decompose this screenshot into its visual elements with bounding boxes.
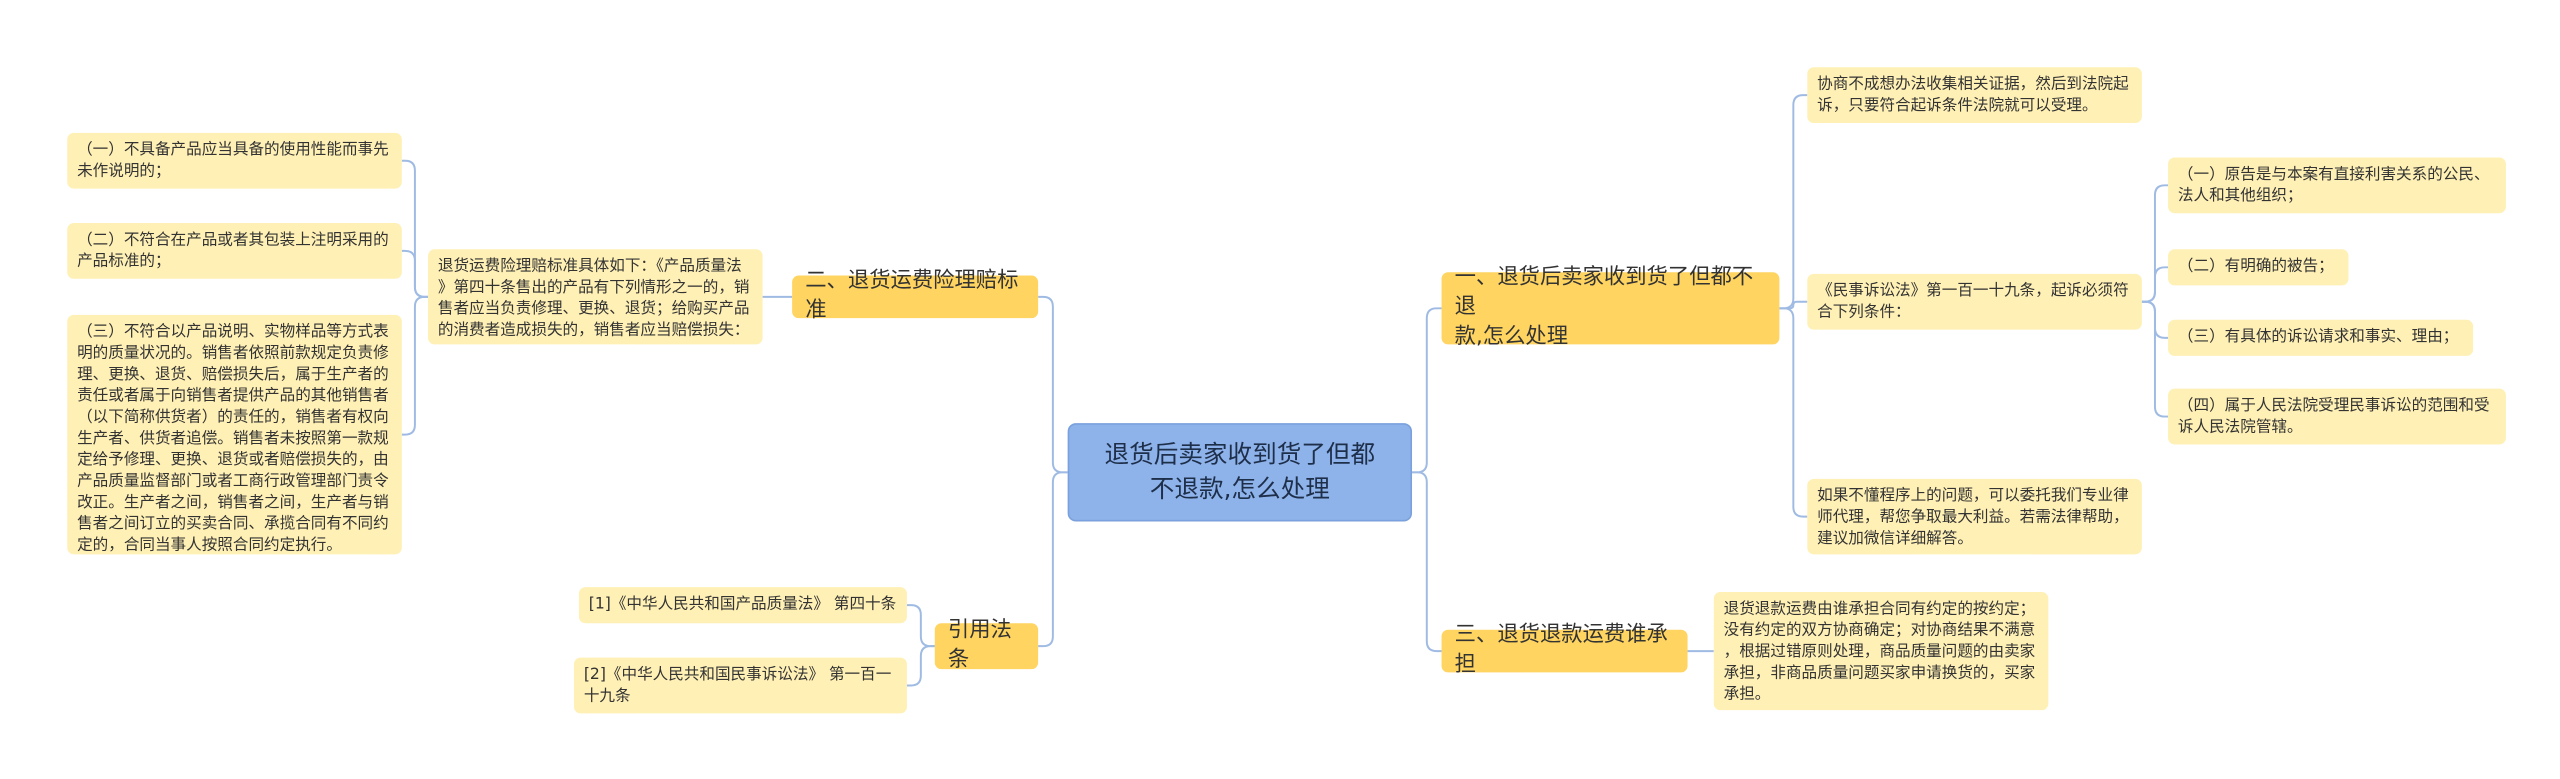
topic-shipping-insurance-standard[interactable]: 二、退货运费险理赔标准 (792, 269, 1039, 323)
connector-root-to-b3 (1412, 471, 1442, 653)
connector-b1-to-b1-civ (1779, 300, 1808, 310)
citation-product-quality-law[interactable]: [1]《中华人民共和国产品质量法》 第四十条 (578, 587, 907, 624)
connector-cit-to-cit2 (906, 645, 935, 687)
condition-claims[interactable]: （三）有具体的诉讼请求和事实、理由； (2168, 319, 2474, 356)
topic-cited-laws[interactable]: 引用法条 (934, 618, 1039, 672)
connector-b1-civ-to-c2 (2141, 266, 2169, 303)
subtopic-lawyer-help[interactable]: 如果不懂程序上的问题，可以委托我们专业律 师代理，帮您争取最大利益。若需法律帮助… (1807, 478, 2142, 555)
item-standard-mismatch[interactable]: （二）不符合在产品或者其包装上注明采用的 产品标准的； (67, 223, 402, 279)
connector-b2-c-to-i3 (401, 295, 429, 436)
connector-b2-c-to-i2 (401, 249, 429, 298)
topic-seller-no-refund[interactable]: 一、退货后卖家收到货了但都不退 款,怎么处理 (1441, 266, 1780, 349)
item-quality-description-mismatch[interactable]: （三）不符合以产品说明、实物样品等方式表 明的质量状况的。销售者依照前款规定负责… (67, 314, 402, 555)
connector-b1-civ-to-c4 (2141, 300, 2169, 418)
condition-defendant[interactable]: （二）有明确的被告； (2168, 249, 2349, 286)
condition-jurisdiction[interactable]: （四）属于人民法院受理民事诉讼的范围和受 诉人民法院管辖。 (2168, 388, 2506, 445)
item-performance-defect[interactable]: （一）不具备产品应当具备的使用性能而事先 未作说明的； (67, 132, 402, 189)
connector-root-to-b2 (1038, 295, 1068, 474)
connector-root-to-b1 (1412, 307, 1442, 474)
connector-cit-to-cit1 (906, 604, 935, 648)
connector-b1-to-b1-law (1779, 307, 1808, 518)
subtopic-shipping-cost-rule[interactable]: 退货退款运费由谁承担合同有约定的按约定； 没有约定的双方协商确定；对协商结果不满… (1713, 592, 2049, 711)
subtopic-product-quality-law-40[interactable]: 退货运费险理赔标准具体如下：《产品质量法 》第四十条售出的产品有下列情形之一的，… (428, 249, 763, 345)
connector-b1-to-b1-neg (1779, 94, 1808, 310)
condition-plaintiff[interactable]: （一）原告是与本案有直接利害关系的公民、 法人和其他组织； (2168, 157, 2506, 214)
connector-root-to-cit (1038, 471, 1068, 648)
subtopic-negotiate-sue[interactable]: 协商不成想办法收集相关证据，然后到法院起 诉，只要符合起诉条件法院就可以受理。 (1807, 67, 2142, 123)
topic-return-shipping-cost[interactable]: 三、退货退款运费谁承担 (1441, 623, 1688, 677)
central-topic[interactable]: 退货后卖家收到货了但都 不退款,怎么处理 (1067, 423, 1413, 522)
citation-civil-procedure-law[interactable]: [2]《中华人民共和国民事诉讼法》 第一百一 十九条 (574, 657, 907, 714)
subtopic-civil-procedure-119[interactable]: 《民事诉讼法》第一百一十九条，起诉必须符 合下列条件： (1807, 273, 2142, 330)
